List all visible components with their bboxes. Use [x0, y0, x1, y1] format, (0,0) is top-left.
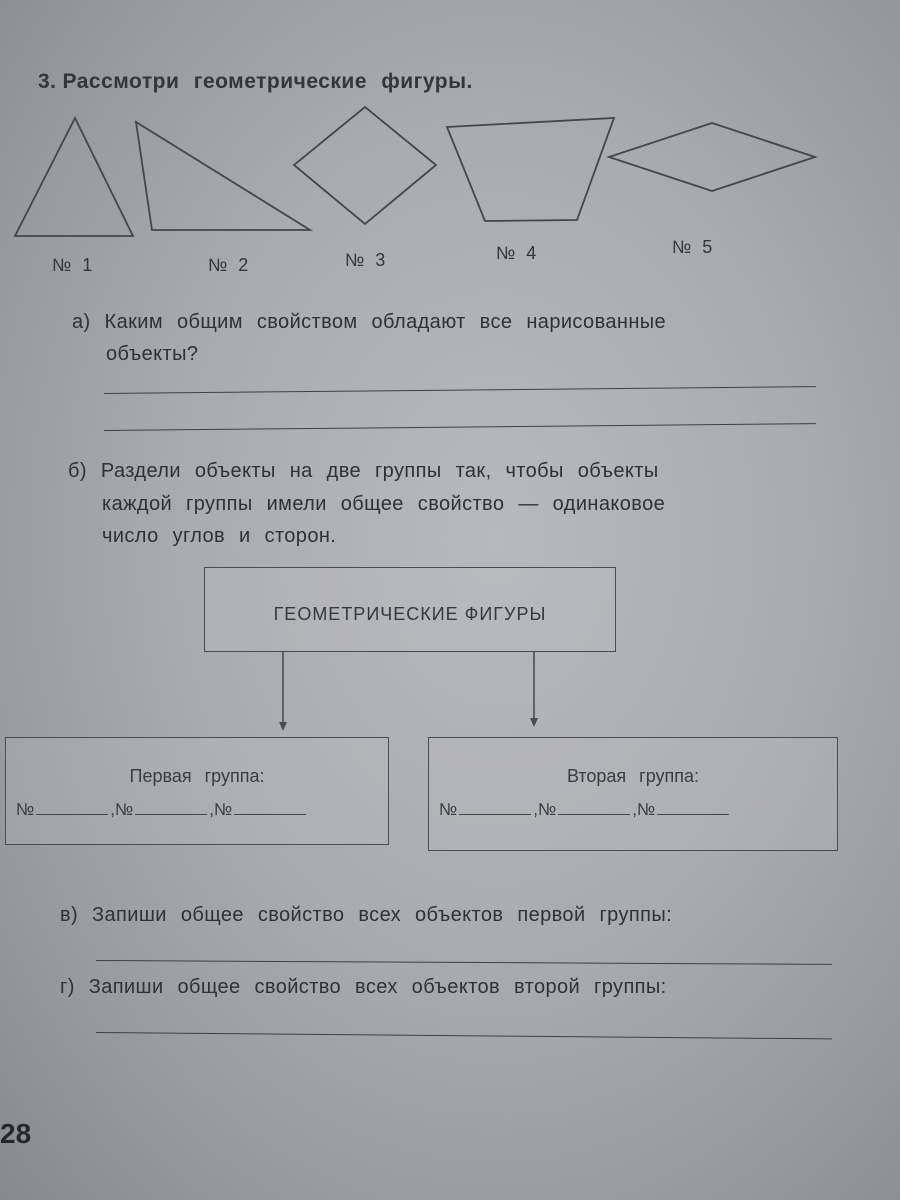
shape-label-1: № 1 [52, 255, 93, 275]
group-2-slot-2-label: ,№ [533, 800, 557, 819]
answer-line-a1[interactable] [103, 386, 816, 394]
answer-line-v[interactable] [95, 960, 832, 965]
group-1-box: Первая группа: № ,№ ,№ [5, 737, 389, 845]
group-1-slot-2-blank[interactable] [135, 814, 208, 815]
group-2-slot-3-label: ,№ [632, 800, 656, 819]
group-1-slots: № ,№ ,№ [16, 800, 308, 820]
shape-label-2: № 2 [208, 255, 249, 275]
group-1-slot-1-blank[interactable] [36, 814, 109, 815]
group-1-slot-3-blank[interactable] [234, 814, 307, 815]
question-g: г) Запиши общее свойство всех объектов в… [60, 976, 667, 998]
group-2-slot-2-blank[interactable] [558, 814, 631, 815]
answer-line-a2[interactable] [103, 423, 816, 431]
question-v: в) Запиши общее свойство всех объектов п… [60, 904, 673, 926]
question-a-line2: объекты? [106, 343, 199, 365]
shape-2-right-triangle [134, 120, 314, 231]
arrow-head-right [530, 718, 538, 727]
group-2-slots: № ,№ ,№ [439, 800, 731, 820]
question-a-line1: а) Каким общим свойством обладают все на… [72, 311, 667, 333]
group-2-box: Вторая группа: № ,№ ,№ [428, 737, 838, 851]
shape-label-3: № 3 [345, 250, 386, 270]
diagram-root-label: ГЕОМЕТРИЧЕСКИЕ ФИГУРЫ [273, 604, 547, 624]
shape-5-rhombus [606, 122, 818, 192]
diagram-root-box: ГЕОМЕТРИЧЕСКИЕ ФИГУРЫ [204, 567, 616, 652]
group-2-slot-3-blank[interactable] [657, 814, 730, 815]
question-b-line3: число углов и сторон. [102, 525, 337, 547]
group-1-slot-3-label: ,№ [209, 800, 233, 819]
shape-3-square [292, 105, 438, 226]
group-1-title: Первая группа: [129, 766, 265, 786]
page-number: 28 [0, 1118, 32, 1149]
answer-line-g[interactable] [95, 1032, 832, 1040]
question-b-line2: каждой группы имели общее свойство — оди… [102, 493, 666, 515]
task-title-text: Рассмотри геометрические фигуры. [62, 70, 473, 93]
arrow-head-left [279, 722, 287, 731]
shape-label-5: № 5 [672, 237, 713, 257]
shape-1-triangle [13, 115, 135, 237]
shape-label-4: № 4 [496, 243, 537, 263]
question-b-line1: б) Раздели объекты на две группы так, чт… [68, 460, 659, 482]
group-2-title: Вторая группа: [566, 766, 700, 786]
group-2-slot-1-blank[interactable] [459, 814, 532, 815]
group-1-slot-2-label: ,№ [110, 800, 134, 819]
group-1-slot-1-label: № [16, 800, 35, 819]
task-title: 3.Рассмотри геометрические фигуры. [38, 70, 473, 94]
shapes-figure [13, 105, 818, 237]
group-2-slot-1-label: № [439, 800, 458, 819]
task-number: 3. [38, 70, 57, 93]
shape-4-trapezoid [445, 117, 616, 222]
